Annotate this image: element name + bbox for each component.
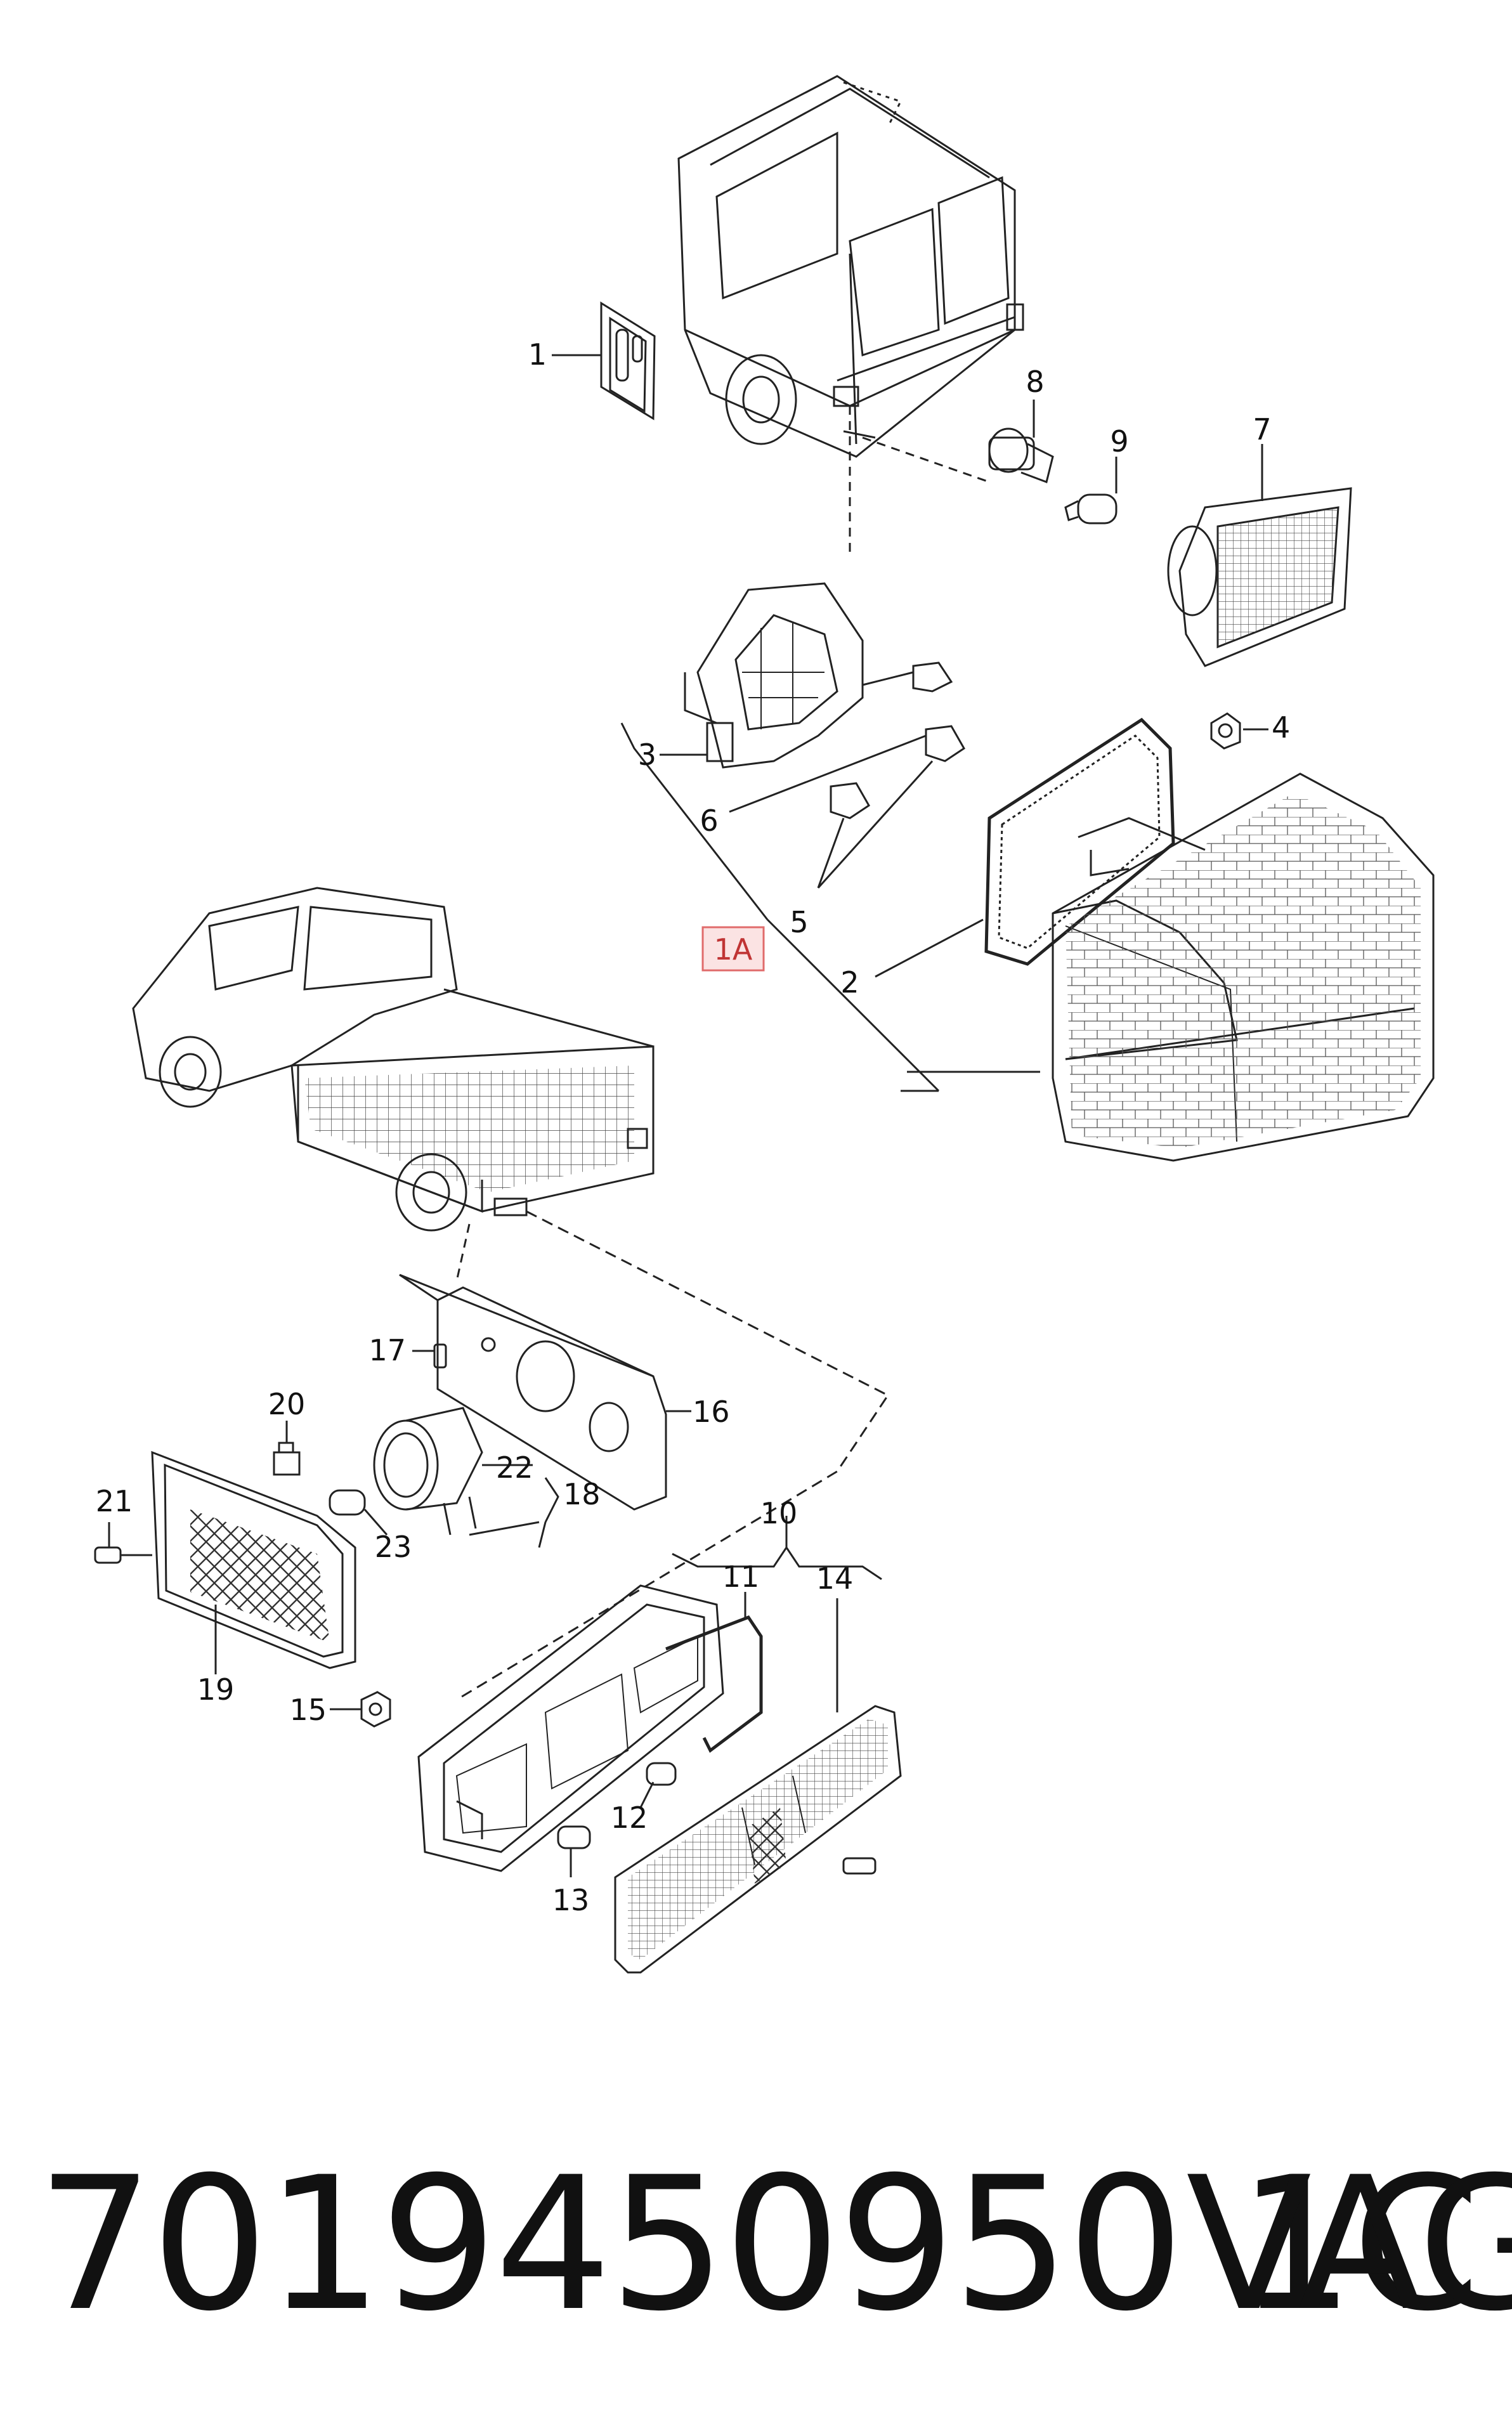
callout-7: 7 [1253,412,1271,446]
callout-12: 12 [611,1801,648,1835]
callout-1a-box [703,927,764,970]
callout-9: 9 [1110,424,1128,459]
callout-4: 4 [1272,710,1290,745]
exploded-parts-diagram: 1 8 9 7 4 3 6 5 2 1A 17 16 20 22 18 21 2… [0,0,1512,2093]
part-11-gasket [666,1592,761,1750]
callout-5: 5 [790,905,808,939]
callout-21: 21 [96,1484,133,1518]
part-22-lamp-socket [374,1408,533,1535]
callout-23: 23 [375,1530,412,1564]
part-16-bracket [400,1275,691,1509]
pickup-truck-illustration [133,888,653,1230]
van-illustration [679,76,1023,457]
part-9-bulb [1066,457,1116,523]
part-8-bulb-socket [989,400,1053,482]
callout-1: 1 [528,337,547,372]
callout-10: 10 [760,1496,798,1530]
brand-name: VAG [1186,2138,1512,2352]
callout-8: 8 [1026,365,1044,399]
part-1a-tail-lamp-assembly [622,723,1433,1161]
part-3-bulb-holder [660,583,964,888]
part-21-screw [95,1522,152,1563]
callout-3: 3 [638,738,656,772]
callout-13: 13 [552,1883,590,1917]
callout-1a: 1A [714,932,753,967]
part-number: 7019450950 1C [37,2138,1480,2352]
callout-22: 22 [496,1450,533,1485]
part-2-lamp-gasket [875,720,1173,977]
part-23-bulb [330,1490,387,1535]
callout-18: 18 [563,1477,601,1511]
callout-20: 20 [268,1387,306,1421]
part-12-bulb [641,1763,675,1808]
callout-17: 17 [368,1333,406,1367]
part-17-screw [412,1345,446,1367]
part-13-bulb [558,1827,590,1877]
part-14-rear-lamp-lens [615,1598,901,1972]
callout-labels: 1 8 9 7 4 3 6 5 2 1A 17 16 20 22 18 21 2… [96,337,1291,1917]
part-10-rear-lamp-housing [419,1586,723,1871]
callout-14: 14 [816,1561,854,1596]
callout-2: 2 [840,965,859,1000]
callout-11: 11 [722,1560,760,1594]
callout-15: 15 [289,1693,327,1727]
part-15-nut [330,1692,390,1726]
part-1-bulb-carrier-card [552,303,655,419]
callout-1a-highlight[interactable]: 1A [703,927,764,970]
part-7-marker-lamp [1168,444,1351,666]
part-4-nut [1211,714,1268,748]
part-19-license-lamp [152,1452,355,1674]
part-20-clip [274,1421,299,1475]
callout-16: 16 [693,1395,730,1429]
callout-19: 19 [197,1672,235,1707]
callout-6: 6 [700,804,718,838]
